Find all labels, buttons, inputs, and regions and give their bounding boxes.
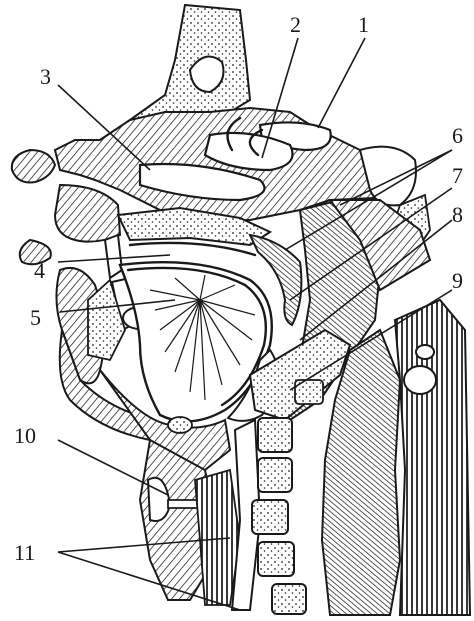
nostril-tip xyxy=(12,150,55,183)
atlas-arch xyxy=(416,345,434,359)
label-1: 1 xyxy=(358,12,369,37)
label-10: 10 xyxy=(14,423,36,448)
label-8: 8 xyxy=(452,202,463,227)
label-9: 9 xyxy=(452,268,463,293)
label-5: 5 xyxy=(30,305,41,330)
upper-incisor xyxy=(105,235,122,278)
label-2: 2 xyxy=(290,12,301,37)
label-6: 6 xyxy=(452,123,463,148)
label-7: 7 xyxy=(452,163,463,188)
upper-lip xyxy=(55,185,120,242)
label-11: 11 xyxy=(14,540,35,565)
dens-axis xyxy=(404,366,436,394)
label-4: 4 xyxy=(34,258,45,283)
label-3: 3 xyxy=(40,64,51,89)
hyoid-bone xyxy=(168,417,192,433)
